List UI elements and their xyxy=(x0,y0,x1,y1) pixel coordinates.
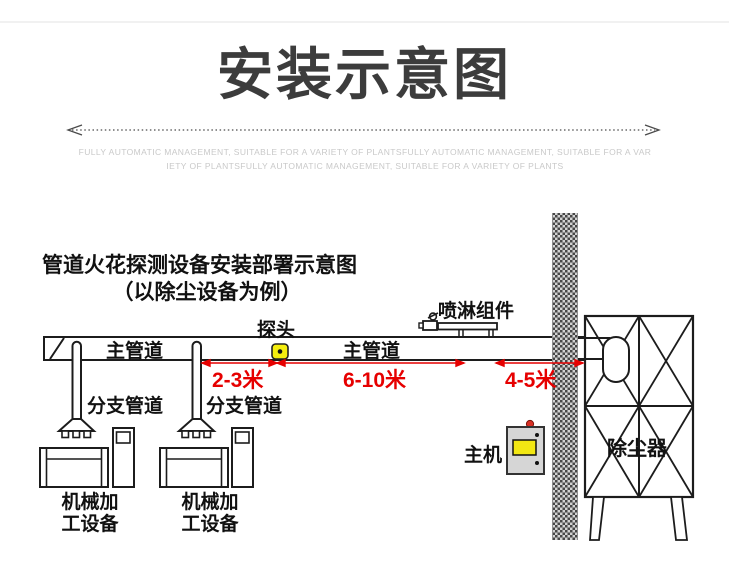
machine-2 xyxy=(159,427,254,488)
dust-collector-leg-right xyxy=(669,496,689,541)
main-pipe-label-right: 主管道 xyxy=(343,341,401,362)
tagline-line-2: IETY OF PLANTSFULLY AUTOMATIC MANAGEMENT… xyxy=(166,161,564,171)
wall-column xyxy=(552,213,578,540)
branch-pipe-label-2: 分支管道 xyxy=(206,396,283,417)
inlet-capsule xyxy=(602,336,630,383)
dust-collector-label: 除尘器 xyxy=(607,438,667,460)
dimension-label-1: 2-3米 xyxy=(212,369,264,392)
dimension-lines xyxy=(200,358,585,368)
dimension-label-2: 6-10米 xyxy=(343,369,407,392)
machine-2-label: 机械加 工设备 xyxy=(181,492,239,535)
diagram-title: 管道火花探测设备安装部署示意图 （以除尘设备为例） xyxy=(42,252,372,306)
arrow-right-icon xyxy=(644,124,661,136)
dust-collector xyxy=(583,314,695,541)
probe-label: 探头 xyxy=(257,320,296,341)
spray-assembly-label: 喷淋组件 xyxy=(438,301,515,322)
diagram-title-line2: （以除尘设备为例） xyxy=(112,281,302,304)
double-arrow-line xyxy=(66,124,661,136)
page-title: 安装示意图 xyxy=(217,43,512,106)
probe-icon xyxy=(271,343,289,360)
dust-collector-leg-left xyxy=(589,496,606,541)
branch-pipe-1 xyxy=(56,340,97,439)
branch-pipe-2 xyxy=(176,340,217,439)
tagline-line-1: FULLY AUTOMATIC MANAGEMENT, SUITABLE FOR… xyxy=(78,147,652,157)
pipe-inlet xyxy=(578,336,630,383)
host-screen xyxy=(512,439,537,456)
host-label: 主机 xyxy=(464,445,503,466)
dimension-label-3: 4-5米 xyxy=(505,369,557,392)
branch-pipe-label-1: 分支管道 xyxy=(87,396,164,417)
main-pipe-label-left: 主管道 xyxy=(106,341,164,362)
diagram-title-line1: 管道火花探测设备安装部署示意图 xyxy=(42,254,357,277)
arrow-left-icon xyxy=(66,124,83,136)
spray-assembly-icon xyxy=(418,312,498,337)
host-unit xyxy=(506,419,545,475)
machine-1-label: 机械加 工设备 xyxy=(61,492,119,535)
machine-1 xyxy=(39,427,135,488)
